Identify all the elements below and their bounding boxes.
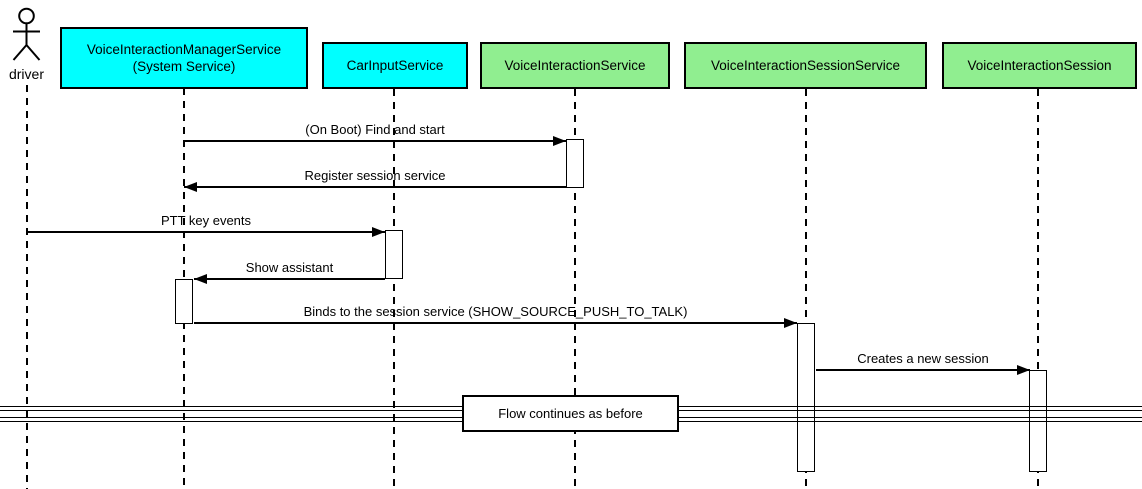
message-line-on-boot-find-and-start	[184, 140, 566, 142]
message-label-on-boot-find-and-start: (On Boot) Find and start	[305, 122, 445, 137]
divider-label: Flow continues as before	[498, 406, 643, 421]
activation-car-input-service	[385, 230, 403, 279]
lifeline-voice-interaction-session-service	[805, 89, 807, 489]
participant-voice-interaction-session-service: VoiceInteractionSessionService	[684, 42, 927, 89]
participant-voice-interaction-service: VoiceInteractionService	[480, 42, 670, 89]
participant-sublabel: (System Service)	[132, 59, 236, 74]
arrowhead-right-icon	[784, 317, 797, 328]
lifeline-voice-interaction-session	[1037, 89, 1039, 489]
arrowhead-right-icon	[553, 135, 566, 146]
actor-stick-figure-icon	[12, 7, 41, 61]
lifeline-driver	[25, 85, 28, 489]
participant-label: VoiceInteractionSessionService	[710, 58, 901, 73]
activation-voice-interaction-service	[566, 139, 584, 188]
arrowhead-right-icon	[372, 226, 385, 237]
activation-voice-interaction-session-service	[797, 323, 815, 472]
message-line-binds-to-session-service	[194, 322, 797, 324]
participant-voice-interaction-session: VoiceInteractionSession	[942, 42, 1137, 89]
lifeline-car-input-service	[393, 89, 395, 489]
message-label-binds-to-session-service: Binds to the session service (SHOW_SOURC…	[303, 304, 688, 319]
lifeline-voice-interaction-service	[574, 89, 576, 489]
message-line-creates-new-session	[816, 369, 1030, 371]
arrowhead-left-icon	[184, 181, 197, 192]
activation-voice-interaction-manager-service	[175, 279, 193, 324]
message-label-ptt-key-events: PTT key events	[160, 213, 252, 228]
participant-label: CarInputService	[346, 58, 444, 73]
arrowhead-left-icon	[194, 273, 207, 284]
participant-label: VoiceInteractionService	[504, 58, 646, 73]
message-line-ptt-key-events	[27, 231, 385, 233]
participant-label: VoiceInteractionSession	[967, 58, 1112, 73]
message-label-creates-new-session: Creates a new session	[857, 351, 989, 366]
participant-label: VoiceInteractionManagerService	[86, 42, 282, 57]
message-label-register-session-service: Register session service	[304, 168, 446, 183]
actor-label: driver	[8, 66, 44, 82]
message-label-show-assistant: Show assistant	[245, 260, 334, 275]
message-line-register-session-service	[184, 186, 566, 188]
arrowhead-right-icon	[1017, 364, 1030, 375]
participant-car-input-service: CarInputService	[322, 42, 468, 89]
participant-voice-interaction-manager-service: VoiceInteractionManagerService (System S…	[60, 27, 308, 89]
divider-label-box: Flow continues as before	[462, 395, 679, 432]
message-line-show-assistant	[194, 278, 385, 280]
